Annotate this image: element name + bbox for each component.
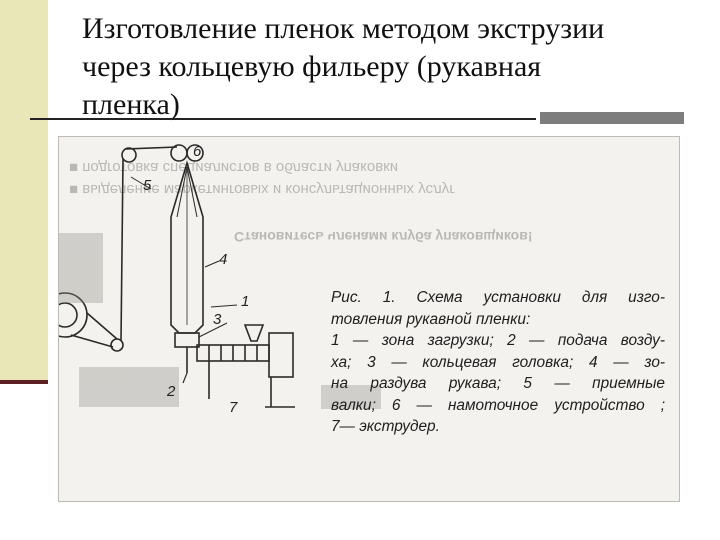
caption-line-5: на раздува рукава; 5 — приемные — [331, 375, 665, 392]
annular-die — [174, 332, 200, 348]
caption-line-6: валки; 6 — намоточное устройство ; — [331, 396, 665, 414]
title-line-2: через кольцевую фильеру (рукавная — [82, 50, 542, 83]
caption-line-4: ха; 3 — кольцевая головка; 4 — зо- — [331, 353, 665, 371]
title-line-1: Изготовление пленок методом экструзии — [82, 12, 605, 45]
label-3: 3 — [213, 311, 222, 328]
label-2: 2 — [167, 383, 176, 400]
caption-line-1: Рис. 1. Схема установки для изго- — [331, 289, 665, 306]
feed-hopper — [243, 324, 265, 342]
label-6: 6 — [193, 143, 202, 160]
guide-roller-top — [121, 147, 137, 163]
slide-title: Изготовление пленок методом экструзии че… — [82, 10, 702, 124]
label-7: 7 — [229, 399, 238, 416]
title-accent-bar — [540, 112, 684, 124]
title-underline — [30, 118, 536, 120]
label-4: 4 — [219, 251, 228, 268]
figure-caption: Рис. 1. Схема установки для изго- товлен… — [331, 287, 665, 438]
scanned-figure: ■ подготовка специалистов в области упак… — [58, 136, 680, 502]
nip-roller-left — [170, 144, 188, 162]
left-accent-band-edge — [0, 380, 48, 384]
caption-line-7: 7— экструдер. — [331, 418, 440, 435]
left-accent-band — [0, 0, 48, 382]
nip-roller-right — [186, 144, 204, 162]
caption-line-2: товления рукавной пленки: — [331, 310, 531, 328]
winding-reel — [59, 292, 88, 338]
caption-line-3: 1 — зона загрузки; 2 — подача возду- — [331, 332, 665, 349]
label-5: 5 — [143, 177, 152, 194]
extruder-drive — [268, 332, 294, 378]
title-line-3: пленка) — [82, 88, 180, 121]
label-1: 1 — [241, 293, 250, 310]
apparatus-diagram — [59, 144, 381, 409]
